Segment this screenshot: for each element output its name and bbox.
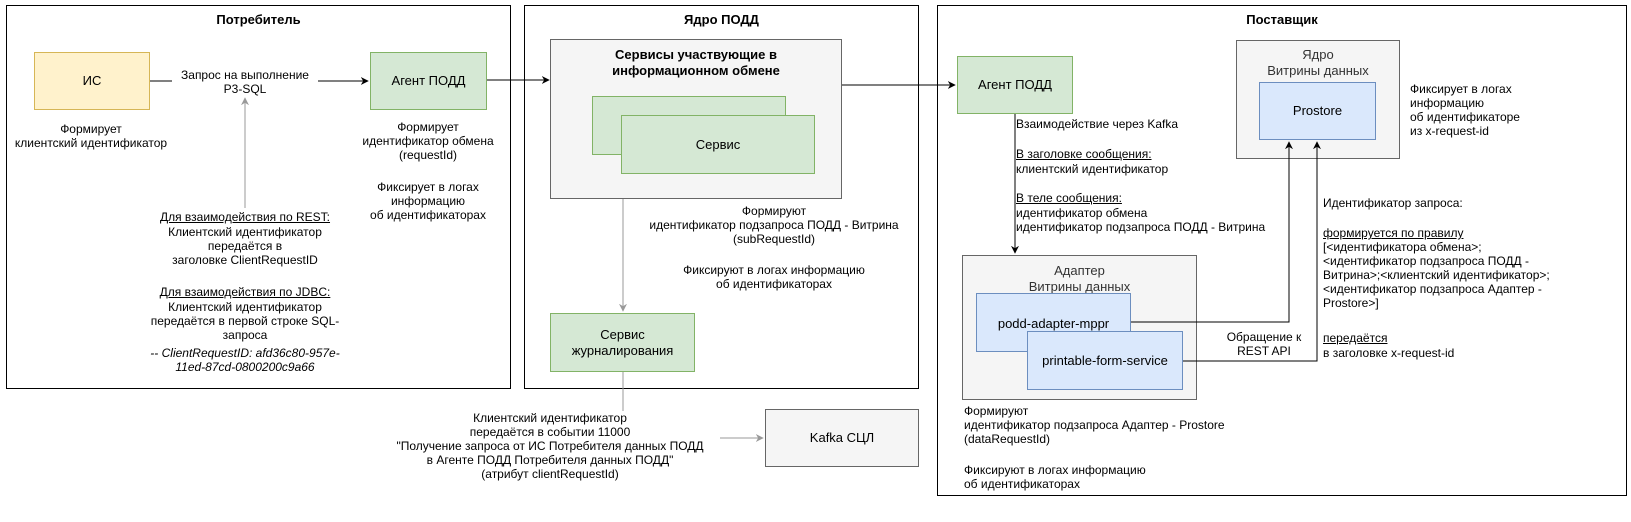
adapter-box-printable[interactable]: printable-form-service xyxy=(1027,331,1183,390)
services-note1: Формируют идентификатор подзапроса ПОДД … xyxy=(649,204,899,246)
journal-note-overlay: Клиентский идентификатор передаётся в со… xyxy=(380,411,720,481)
showcase-core-title: Ядро Витрины данных xyxy=(1267,47,1369,78)
kafka-body-body: идентификатор обмена идентификатор подза… xyxy=(1016,206,1266,234)
adapter-box-mppr-label: podd-adapter-mppr xyxy=(997,316,1110,331)
provider-frame-title: Поставщик xyxy=(1246,12,1318,27)
reqid-rule-body: [<идентификатора обмена>; <идентификатор… xyxy=(1323,240,1550,310)
provider-agent-box[interactable]: Агент ПОДД xyxy=(957,56,1073,114)
kafka-body-heading: В теле сообщения: xyxy=(1016,191,1122,205)
reqid-pass-heading: передаётся xyxy=(1323,331,1388,345)
jdbc-body: Клиентский идентификатор передаётся в пе… xyxy=(150,300,340,342)
journal-service-box[interactable]: Сервис журналирования xyxy=(550,313,695,372)
consumer-frame-title: Потребитель xyxy=(216,12,301,27)
prostore-note: Фиксирует в логах информацию об идентифи… xyxy=(1410,82,1520,138)
request-label-overlay: Запрос на выполнение Р3-SQL xyxy=(172,68,318,96)
consumer-agent-box[interactable]: Агент ПОДД xyxy=(370,52,487,110)
reqid-pass-body: в заголовке x-request-id xyxy=(1323,346,1455,360)
service-box[interactable]: Сервис xyxy=(621,115,815,174)
rest-api-label-overlay: Обращение к REST API xyxy=(1220,330,1308,358)
consumer-agent-note1: Формирует идентификатор обмена (requestI… xyxy=(362,120,494,162)
rest-body: Клиентский идентификатор передаётся в за… xyxy=(168,225,322,267)
consumer-agent-note2: Фиксирует в логах информацию об идентифи… xyxy=(370,180,486,222)
core-frame-title: Ядро ПОДД xyxy=(684,12,759,27)
kafka-box[interactable]: Kafka СЦЛ xyxy=(765,409,919,467)
kafka-note1: Взаимодействие через Kafka xyxy=(1016,117,1179,131)
services-note2: Фиксируют в логах информацию об идентифи… xyxy=(683,263,865,291)
is-note: Формирует клиентский идентификатор xyxy=(14,122,168,150)
rest-heading: Для взаимодействия по REST: xyxy=(159,210,331,224)
jdbc-example: -- ClientRequestID: afd36c80-957e- 11ed-… xyxy=(150,346,340,374)
is-box[interactable]: ИС xyxy=(34,52,150,110)
kafka-header-heading: В заголовке сообщения: xyxy=(1016,147,1152,161)
adapter-note2: Фиксируют в логах информацию об идентифи… xyxy=(964,463,1146,491)
reqid-title: Идентификатор запроса: xyxy=(1323,196,1463,210)
adapter-title: Адаптер Витрины данных xyxy=(1028,263,1131,294)
kafka-header-body: клиентский идентификатор xyxy=(1016,162,1169,176)
adapter-note1: Формируют идентификатор подзапроса Адапт… xyxy=(964,404,1225,446)
jdbc-heading: Для взаимодействия по JDBC: xyxy=(159,285,331,299)
prostore-box[interactable]: Prostore xyxy=(1259,82,1376,140)
reqid-rule-heading: формируется по правилу xyxy=(1323,226,1464,240)
services-title: Сервисы участвующие в информационном обм… xyxy=(612,47,780,78)
